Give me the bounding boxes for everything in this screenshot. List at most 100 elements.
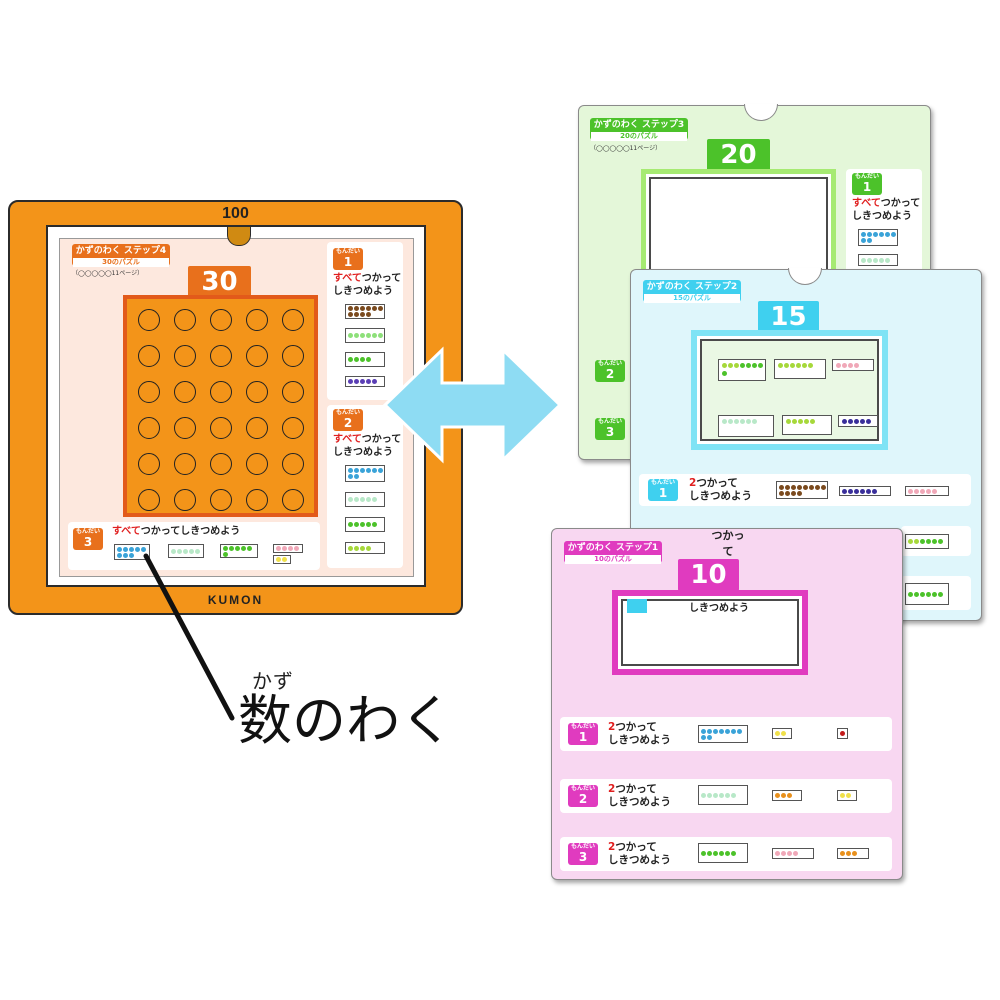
- double-arrow-icon: [382, 346, 563, 464]
- puzzle-piece[interactable]: [837, 848, 869, 859]
- board-notch: [227, 226, 251, 246]
- sheet-step2-peek-badge: [627, 599, 647, 613]
- puzzle-piece[interactable]: [168, 544, 204, 558]
- puzzle-piece[interactable]: [114, 544, 150, 560]
- puzzle-piece[interactable]: [837, 790, 857, 801]
- puzzle-piece[interactable]: [838, 415, 878, 427]
- puzzle-piece[interactable]: [345, 328, 385, 343]
- sheet-step3-notch: [744, 104, 778, 121]
- sheet-step1-window: しきつめよう: [612, 590, 808, 675]
- puzzle-piece[interactable]: [774, 359, 826, 379]
- puzzle-piece[interactable]: [698, 725, 748, 743]
- peg-hole: [138, 453, 160, 475]
- problem-1-text: 2つかってしきつめよう: [608, 721, 671, 746]
- puzzle-piece[interactable]: [698, 843, 748, 863]
- puzzle-piece[interactable]: [832, 359, 874, 371]
- puzzle-piece[interactable]: [718, 359, 766, 381]
- peg-hole: [138, 381, 160, 403]
- puzzle-piece[interactable]: [698, 785, 748, 805]
- peg-hole: [282, 345, 304, 367]
- puzzle-piece[interactable]: [345, 492, 385, 507]
- problem-2-panel[interactable]: [901, 526, 971, 556]
- peg-hole: [138, 309, 160, 331]
- puzzle-piece[interactable]: [345, 304, 385, 319]
- problem-3-text: すべてつかってしきつめよう: [112, 526, 241, 537]
- sheet-step2-peek-caption: しきつめよう: [689, 603, 749, 614]
- puzzle-piece[interactable]: [905, 534, 949, 549]
- puzzle-piece[interactable]: [837, 728, 848, 739]
- kumon-logo: KUMON: [207, 593, 264, 607]
- sheet-step2-notch: [788, 268, 822, 285]
- puzzle-piece[interactable]: [273, 555, 291, 564]
- problem-1-text: 2つかってしきつめよう: [689, 477, 752, 502]
- peg-hole: [246, 453, 268, 475]
- puzzle-piece[interactable]: [345, 352, 385, 367]
- sheet-step3-title: かずのわく ステップ3 20のパズル: [590, 118, 688, 141]
- sheet-step2-peek-text: つかって: [711, 529, 745, 558]
- peg-hole: [282, 417, 304, 439]
- puzzle-piece[interactable]: [905, 583, 949, 605]
- puzzle-piece[interactable]: [858, 254, 898, 266]
- peg-hole: [174, 345, 196, 367]
- sheet-step1-title: かずのわく ステップ1 10のパズル: [564, 541, 662, 564]
- puzzle-piece[interactable]: [858, 229, 898, 246]
- peg-hole: [210, 453, 232, 475]
- puzzle-piece[interactable]: [776, 481, 828, 499]
- peg-hole: [282, 381, 304, 403]
- puzzle-piece[interactable]: [718, 415, 774, 437]
- peg-hole: [246, 345, 268, 367]
- puzzle-piece[interactable]: [345, 465, 385, 482]
- peg-hole: [210, 345, 232, 367]
- peg-hole: [138, 417, 160, 439]
- puzzle-piece[interactable]: [772, 848, 814, 859]
- peg-hole: [174, 309, 196, 331]
- sheet-step3-note: （◯◯◯◯◯11ページ）: [590, 145, 662, 152]
- peg-hole: [174, 453, 196, 475]
- puzzle-piece[interactable]: [905, 486, 949, 496]
- frame-number-20: 20: [707, 139, 770, 171]
- puzzle-piece[interactable]: [345, 542, 385, 554]
- pointer-line: [143, 553, 235, 721]
- peg-hole: [210, 417, 232, 439]
- puzzle-piece[interactable]: [772, 790, 802, 801]
- puzzle-piece[interactable]: [782, 415, 832, 435]
- peg-hole: [210, 381, 232, 403]
- sheet-step4-note: （◯◯◯◯◯11ページ）: [72, 270, 144, 277]
- puzzle-piece[interactable]: [345, 376, 385, 387]
- puzzle-piece[interactable]: [273, 544, 303, 553]
- puzzle-piece[interactable]: [345, 517, 385, 532]
- problem-2-text: すべてつかってしきつめよう: [333, 434, 402, 458]
- peg-hole: [174, 417, 196, 439]
- problem-3-panel[interactable]: [901, 576, 971, 610]
- caption-title: 数のわく: [238, 689, 454, 752]
- peg-hole: [210, 309, 232, 331]
- puzzle-piece[interactable]: [839, 486, 891, 496]
- puzzle-piece[interactable]: [772, 728, 792, 739]
- board-top-number: 100: [222, 205, 249, 222]
- peg-hole: [282, 489, 304, 511]
- peg-hole: [138, 489, 160, 511]
- problem-1-text: すべてつかってしきつめよう: [852, 198, 921, 222]
- puzzle-piece[interactable]: [220, 544, 258, 558]
- peg-hole: [174, 381, 196, 403]
- sheet-step2-window: [691, 330, 888, 450]
